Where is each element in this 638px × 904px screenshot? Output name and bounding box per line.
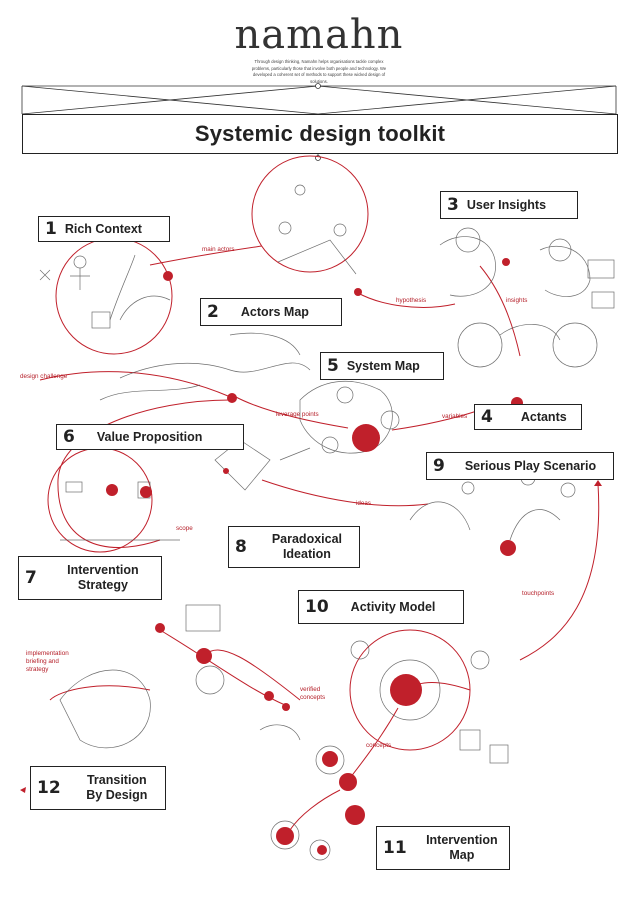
step-12-box: 12 Transition By Design [30,766,166,810]
step-1-box: 1 Rich Context [38,216,170,242]
step-11-label-line2: Map [449,848,475,862]
step-5-label: System Map [346,359,420,373]
step-3-box: 3 User Insights [440,191,578,219]
step-7-label: Intervention Strategy [45,563,161,593]
page-title: Systemic design toolkit [194,121,446,146]
step-3-label: User Insights [466,198,547,212]
step-8-number: 8 [235,537,247,557]
step-8-label-line1: Paradoxical [271,532,343,546]
note-implementation: implementation briefing and strategy [26,650,69,673]
note-insights: insights [506,297,528,304]
brand-logo: namahn [234,12,404,58]
step-11-number: 11 [383,838,407,858]
step-7-label-line1: Intervention [67,563,139,577]
step-8-box: 8 Paradoxical Ideation [228,526,360,568]
step-11-label: Intervention Map [415,833,509,863]
step-12-number: 12 [37,778,61,798]
note-hypothesis: hypothesis [396,297,427,304]
step-9-number: 9 [433,456,445,476]
step-4-box: 4 Actants [474,404,582,430]
step-9-box: 9 Serious Play Scenario [426,452,614,480]
step-7-box: 7 Intervention Strategy [18,556,162,600]
step-9-label: Serious Play Scenario [464,459,597,473]
note-scope: scope [176,525,193,532]
note-leverage-points: leverage points [276,411,319,418]
step-11-box: 11 Intervention Map [376,826,510,870]
step-12-label: Transition By Design [69,773,165,803]
title-banner: Systemic design toolkit [22,114,618,154]
step-4-label: Actants [520,410,567,424]
note-concepts: concepts [366,742,392,749]
step-2-number: 2 [207,302,219,322]
note-design-challenge: design challenge [20,373,68,380]
step-2-box: 2 Actors Map [200,298,342,326]
step-12-label-line2: By Design [86,788,148,802]
note-variables: variables [442,413,468,420]
step-10-label: Activity Model [350,600,436,614]
note-verified-concepts: verified concepts [300,686,326,701]
step-2-label: Actors Map [240,305,309,319]
step-10-box: 10 Activity Model [298,590,464,624]
step-11-label-line1: Intervention [426,833,498,847]
step-10-number: 10 [305,597,329,617]
step-5-box: 5 System Map [320,352,444,380]
step-7-number: 7 [25,568,37,588]
step-6-label: Value Proposition [96,430,203,444]
step-8-label: Paradoxical Ideation [255,532,359,562]
note-touchpoints: touchpoints [522,590,555,597]
step-6-box: 6 Value Proposition [56,424,244,450]
step-12-label-line1: Transition [86,773,147,787]
tagline: Through design thinking, Namahn helps or… [251,59,387,84]
step-8-label-line2: Ideation [282,547,331,561]
step-1-number: 1 [45,219,57,239]
step-3-number: 3 [447,195,459,215]
step-4-number: 4 [481,407,493,427]
step-7-label-line2: Strategy [77,578,128,592]
step-1-label: Rich Context [64,222,142,236]
note-main-actors: main actors [202,246,235,253]
step-5-number: 5 [327,356,339,376]
step-6-number: 6 [63,427,75,447]
note-ideas: ideas [356,500,372,507]
